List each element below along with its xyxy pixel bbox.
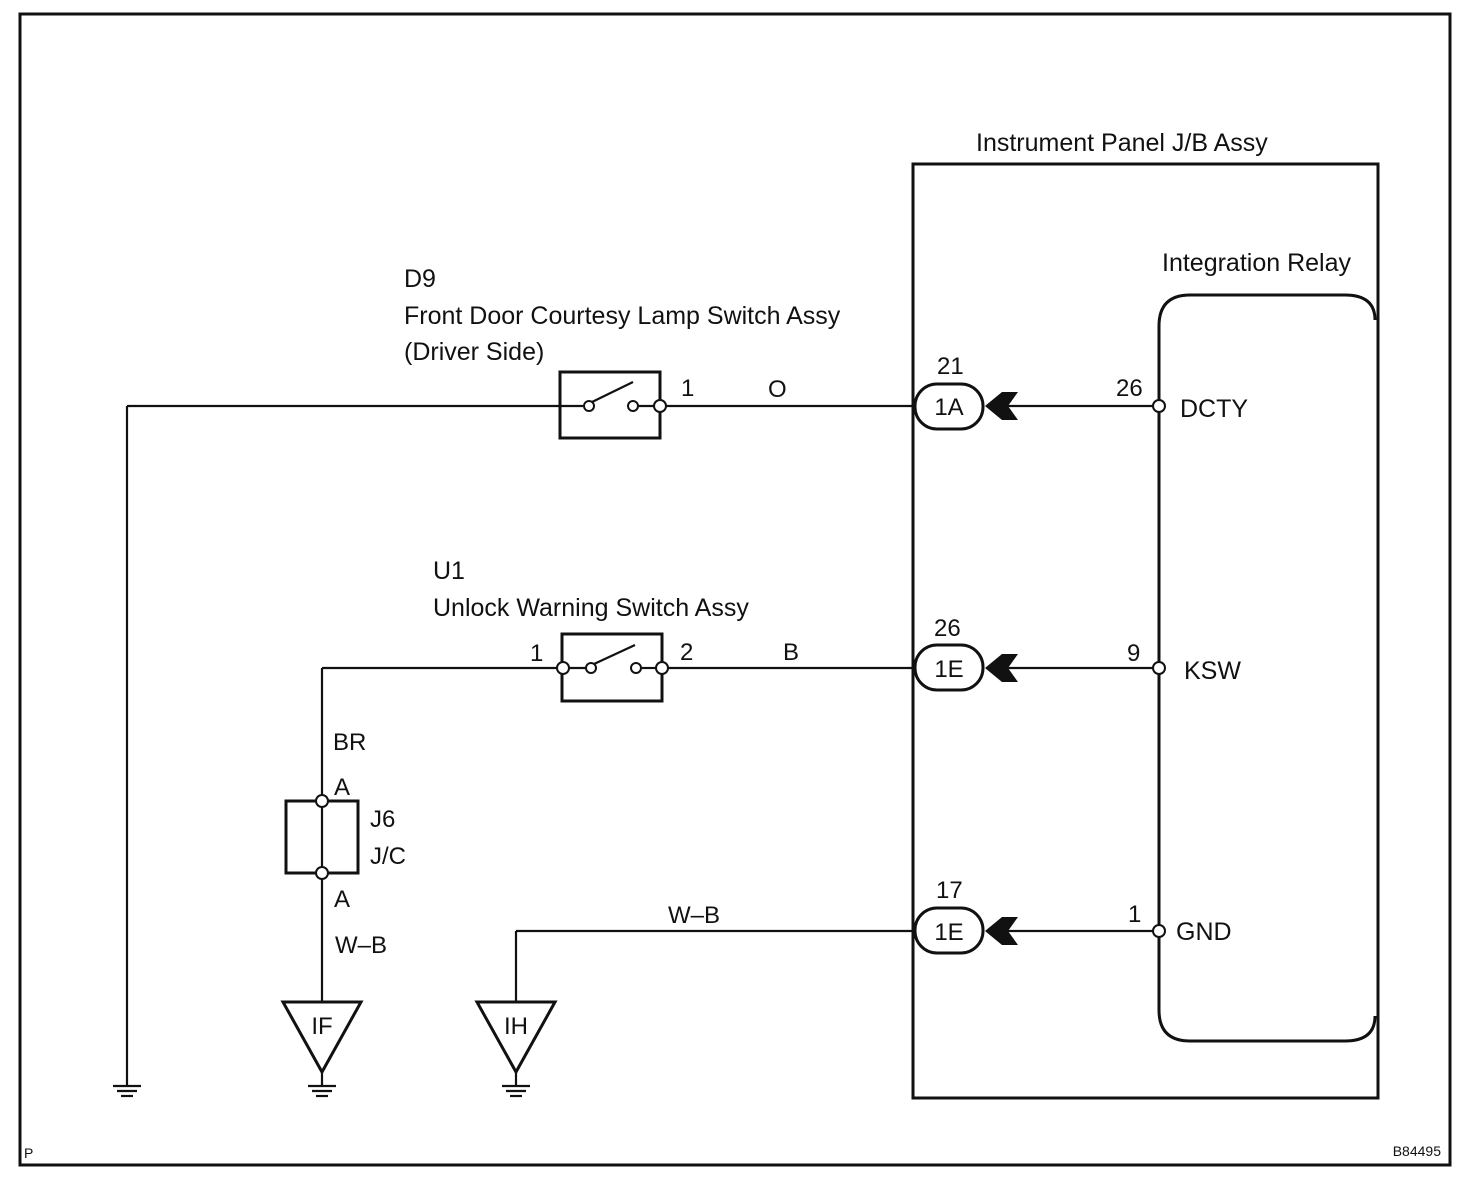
j6-type: J/C [370, 843, 406, 870]
connector-1-body [913, 382, 985, 431]
relay-signal-gnd: GND [1176, 918, 1232, 946]
u1-pin-right: 2 [680, 639, 693, 666]
junction-block-title: Instrument Panel J/B Assy [976, 129, 1268, 157]
relay-signal-ksw: KSW [1184, 657, 1241, 685]
d9-wire-color: O [768, 376, 787, 403]
connector-1-label: 1A [934, 394, 963, 421]
u1-code: U1 [433, 557, 465, 585]
connector-2-arrow [985, 654, 1018, 682]
u1-name: Unlock Warning Switch Assy [433, 594, 749, 622]
d9-code: D9 [404, 265, 436, 293]
connector-2-pin: 26 [934, 615, 961, 642]
j6-pin-bottom: A [334, 886, 350, 913]
u1-wire-color: B [783, 639, 799, 666]
relay-pin-dcty: 26 [1116, 375, 1143, 402]
relay-pin-gnd: 1 [1128, 901, 1141, 928]
connector-1-pin: 21 [937, 353, 964, 380]
j6-code: J6 [370, 806, 395, 833]
relay-terminal-gnd [1152, 924, 1166, 938]
u1-switch [556, 632, 669, 703]
relay-signal-dcty: DCTY [1180, 395, 1248, 423]
integration-relay-title: Integration Relay [1162, 249, 1352, 277]
connector-3-pin: 17 [936, 877, 963, 904]
ground-point-ih [474, 1000, 558, 1098]
connector-2-label: 1E [934, 656, 963, 683]
j6-junction-connector [284, 794, 360, 880]
ih-wire-color: W–B [668, 902, 720, 929]
connector-3-label: 1E [934, 919, 963, 946]
u1-pin-left: 1 [530, 640, 543, 667]
figure-code: B84495 [1393, 1143, 1441, 1159]
d9-name: Front Door Courtesy Lamp Switch Assy [404, 302, 841, 330]
relay-terminal-ksw [1152, 661, 1166, 675]
ground-ih-label: IH [504, 1013, 528, 1040]
j6-wire-color: W–B [335, 932, 387, 959]
d9-pin: 1 [681, 375, 694, 402]
ground-point-if [280, 1000, 364, 1098]
ground-symbol [113, 1084, 141, 1098]
ground-if-label: IF [311, 1013, 332, 1040]
diagram-frame [18, 12, 1452, 1167]
j6-pin-top: A [334, 774, 350, 801]
d9-side: (Driver Side) [404, 338, 544, 366]
d9-switch [558, 370, 667, 440]
page-label: P [24, 1145, 33, 1161]
relay-terminal-dcty [1152, 399, 1166, 413]
u1-wire-down-color: BR [333, 729, 366, 756]
connector-3-arrow [985, 917, 1018, 945]
junction-block-box [911, 162, 1380, 1100]
connector-1-arrow [985, 392, 1018, 420]
relay-pin-ksw: 9 [1127, 640, 1140, 667]
connector-3-body [913, 906, 985, 955]
connector-2-body [913, 643, 985, 692]
